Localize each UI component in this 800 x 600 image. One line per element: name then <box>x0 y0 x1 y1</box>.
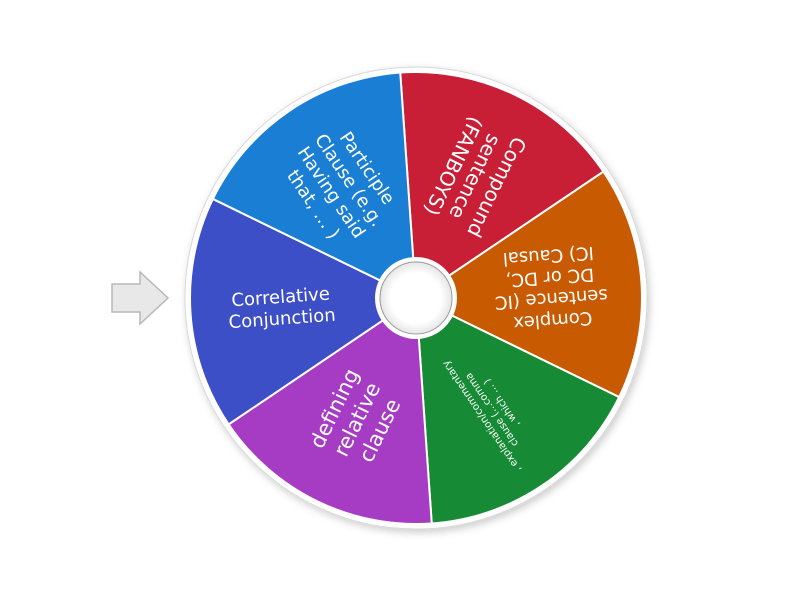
segment-label: Complexsentence (ICDC or DC,IC) Causal <box>491 241 610 334</box>
wheel-segment <box>414 170 643 399</box>
wheel-segment <box>211 71 418 300</box>
wheel-segment <box>189 197 418 426</box>
wheel-segment <box>227 296 433 525</box>
wheel-segment <box>399 71 605 300</box>
segment-label: CorrelativeConjunction <box>226 283 336 333</box>
wheel-segment <box>414 296 621 525</box>
spin-hub[interactable] <box>379 261 453 335</box>
pointer-arrow-icon <box>111 270 170 326</box>
